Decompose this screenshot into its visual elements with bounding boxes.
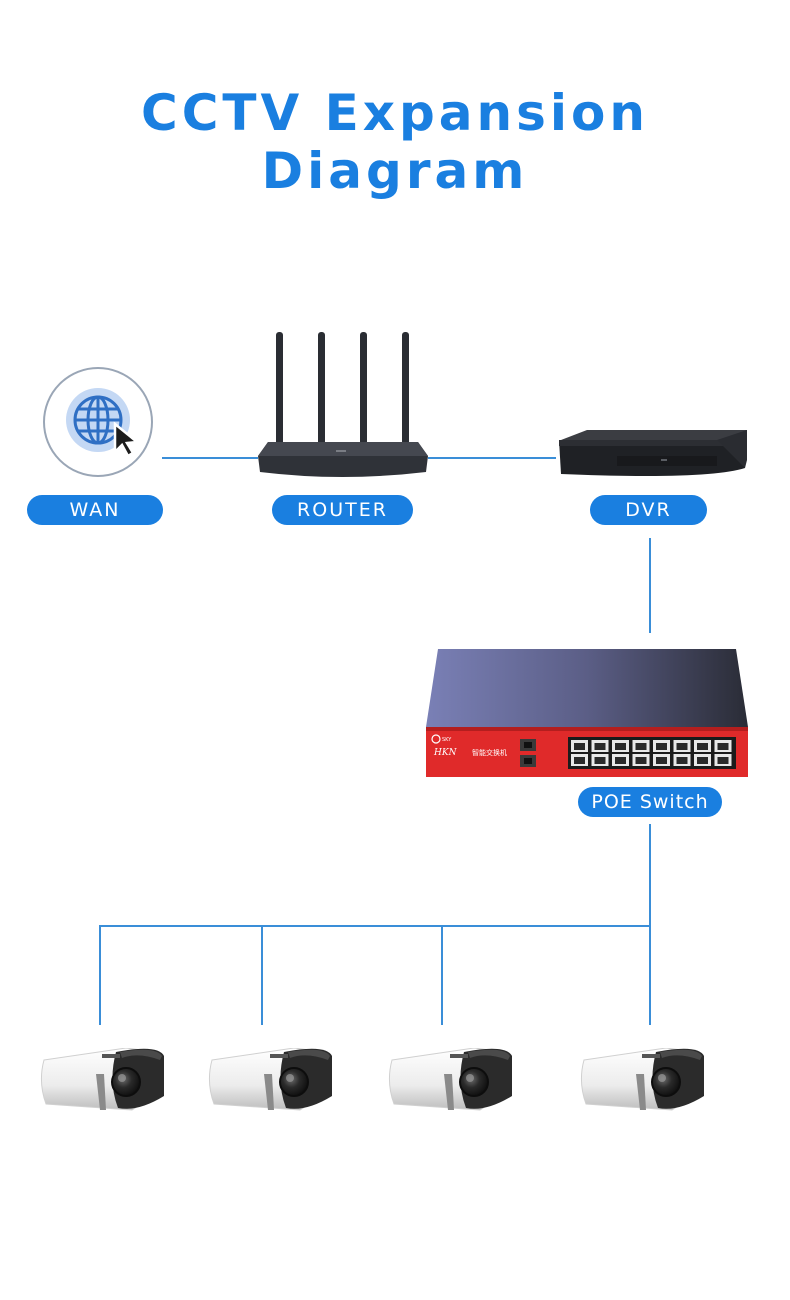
- router-label: ROUTER: [272, 495, 413, 525]
- connector-switch-trunk: [649, 824, 651, 926]
- rj45-port-socket: [635, 743, 647, 750]
- rj45-port-socket: [676, 743, 688, 750]
- poe-switch-label: POE Switch: [578, 787, 722, 817]
- globe-cursor-icon: [42, 366, 154, 478]
- connector-camera-4: [649, 925, 651, 1025]
- rj45-port-socket: [615, 743, 626, 750]
- connector-camera-3: [441, 925, 443, 1025]
- router-icon: [256, 330, 430, 482]
- rj45-port-socket: [656, 743, 667, 750]
- camera-4: [578, 1048, 708, 1114]
- camera-1: [38, 1048, 168, 1114]
- rj45-port-socket: [615, 757, 626, 764]
- connector-camera-1: [99, 925, 101, 1025]
- brand-text: HKN: [433, 748, 458, 758]
- connector-dvr-switch: [649, 538, 651, 633]
- rj45-port-socket: [717, 757, 729, 764]
- rj45-port-socket: [594, 757, 606, 764]
- connector-wan-router: [162, 457, 258, 459]
- rj45-port-socket: [697, 757, 708, 764]
- rj45-port-socket: [635, 757, 647, 764]
- dvr-icon: [557, 430, 749, 486]
- model-text: 智能交换机: [472, 748, 507, 757]
- rj45-port-socket: [594, 743, 606, 750]
- connector-camera-2: [261, 925, 263, 1025]
- rj45-port-socket: [574, 757, 585, 764]
- rj45-port-socket: [676, 757, 688, 764]
- rj45-port-socket: [717, 743, 729, 750]
- uplink-ports: [520, 739, 536, 767]
- wan-label: WAN: [27, 495, 163, 525]
- rj45-port-socket: [574, 743, 585, 750]
- rj45-port-socket: [697, 743, 708, 750]
- dvr-label: DVR: [590, 495, 707, 525]
- brand-logo-text: SKY: [442, 737, 452, 743]
- connector-router-dvr: [428, 457, 556, 459]
- camera-3: [386, 1048, 516, 1114]
- bullet-camera-icon: [40, 1048, 165, 1111]
- bullet-camera-icon: [388, 1048, 513, 1111]
- poe-switch-icon: SKY HKN 智能交换机: [424, 645, 750, 779]
- rj45-port-socket: [656, 757, 667, 764]
- connector-camera-bus: [99, 925, 651, 927]
- camera-2: [206, 1048, 336, 1114]
- page-title: CCTV Expansion Diagram: [141, 84, 649, 200]
- bullet-camera-icon: [580, 1048, 705, 1111]
- bullet-camera-icon: [208, 1048, 333, 1111]
